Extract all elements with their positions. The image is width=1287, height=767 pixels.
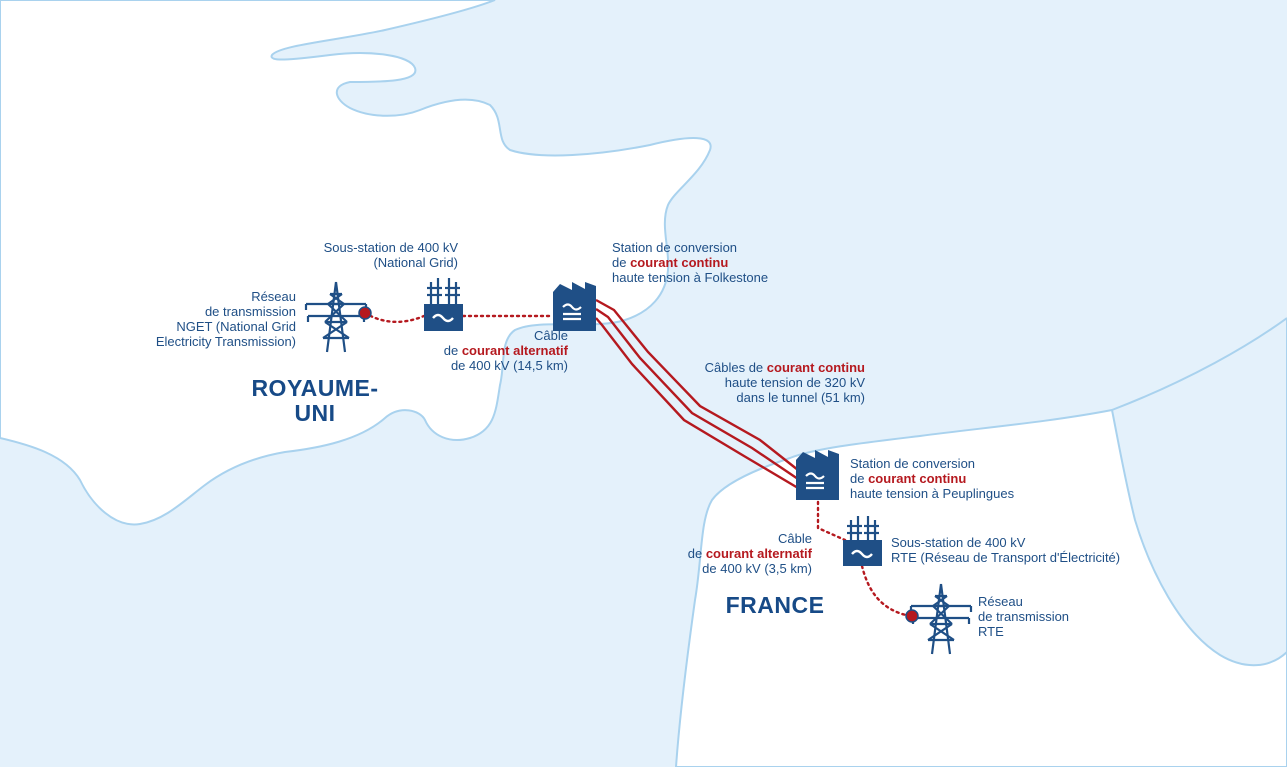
converter-station-icon-france: [796, 450, 839, 500]
fr-ac-cable-line-3: de 400 kV (3,5 km): [702, 561, 812, 576]
fr-ac-cable-highlight: courant alternatif: [705, 546, 812, 561]
substation-icon-france: [843, 516, 882, 566]
fr-ac-cable-line-2: de courant alternatif: [688, 546, 812, 561]
folkestone-line-3: haute tension à Folkestone: [612, 270, 769, 285]
folkestone-highlight: courant continu: [630, 255, 729, 270]
country-uk-line-1: ROYAUME-: [251, 375, 379, 401]
uk-network-line-2: de transmission: [204, 304, 296, 319]
peuplingues-prefix: de: [850, 471, 869, 486]
pylon-icon: [304, 281, 368, 353]
uk-network-line-4: Electricity Transmission): [155, 334, 296, 349]
connector-dot-icon-france: [905, 609, 919, 623]
uk-ac-cable-line-1: Câble: [534, 328, 568, 343]
fr-substation-line-2: RTE (Réseau de Transport d'Électricité): [891, 550, 1121, 565]
ac-dotted-links: [363, 311, 912, 618]
dc-cables-line-2: haute tension de 320 kV: [724, 375, 865, 390]
dc-cables-tunnel: [595, 298, 799, 490]
folkestone-line-2: de courant continu: [612, 255, 768, 270]
uk-landmass: [0, 0, 712, 526]
folkestone-prefix: de: [612, 255, 631, 270]
peuplingues-station-label: Station de conversion de courant continu…: [850, 456, 1014, 501]
dc-cables-highlight: courant continu: [766, 360, 865, 375]
uk-substation-label: Sous-station de 400 kV (National Grid): [324, 240, 458, 270]
fr-network-line-3: RTE: [978, 624, 1004, 639]
dc-cables-line-3: dans le tunnel (51 km): [736, 390, 865, 405]
uk-network-line-3: NGET (National Grid: [176, 319, 296, 334]
fr-network-label: Réseau de transmission RTE: [978, 594, 1069, 639]
uk-substation-line-2: (National Grid): [373, 255, 458, 270]
dc-cables-label: Câbles de courant continu haute tension …: [705, 360, 865, 405]
pylon-icon-france: [909, 583, 973, 655]
uk-network-label: Réseau de transmission NGET (National Gr…: [156, 289, 296, 349]
peuplingues-highlight: courant continu: [868, 471, 967, 486]
dc-cables-prefix: Câbles de: [704, 360, 767, 375]
fr-substation-line-1: Sous-station de 400 kV: [891, 535, 1026, 550]
uk-ac-cable-highlight: courant alternatif: [461, 343, 568, 358]
uk-ac-cable-label: Câble de courant alternatif de 400 kV (1…: [444, 328, 568, 373]
uk-substation-line-1: Sous-station de 400 kV: [323, 240, 458, 255]
connector-dot-icon: [358, 306, 372, 320]
country-label-uk: ROYAUME- UNI: [240, 376, 390, 426]
fr-ac-cable-line-1: Câble: [778, 531, 812, 546]
fr-network-line-1: Réseau: [978, 594, 1023, 609]
uk-network-line-1: Réseau: [251, 289, 296, 304]
peuplingues-line-1: Station de conversion: [850, 456, 976, 471]
country-uk-line-2: UNI: [294, 400, 336, 426]
folkestone-station-label: Station de conversion de courant continu…: [612, 240, 768, 285]
peuplingues-line-3: haute tension à Peuplingues: [850, 486, 1015, 501]
country-label-france: FRANCE: [725, 592, 825, 618]
uk-ac-cable-prefix: de: [443, 343, 462, 358]
fr-substation-label: Sous-station de 400 kV RTE (Réseau de Tr…: [891, 535, 1120, 565]
france-boundary-line: [1111, 317, 1287, 411]
fr-ac-cable-label: Câble de courant alternatif de 400 kV (3…: [688, 531, 812, 576]
france-landmass: [674, 318, 1287, 767]
substation-icon: [424, 278, 463, 331]
uk-ac-cable-line-3: de 400 kV (14,5 km): [450, 358, 568, 373]
folkestone-line-1: Station de conversion: [612, 240, 738, 255]
peuplingues-line-2: de courant continu: [850, 471, 1014, 486]
fr-ac-cable-prefix: de: [687, 546, 706, 561]
converter-station-icon: [553, 282, 596, 331]
fr-network-line-2: de transmission: [978, 609, 1070, 624]
dc-cables-line-1: Câbles de courant continu: [705, 360, 865, 375]
uk-ac-cable-line-2: de courant alternatif: [444, 343, 568, 358]
